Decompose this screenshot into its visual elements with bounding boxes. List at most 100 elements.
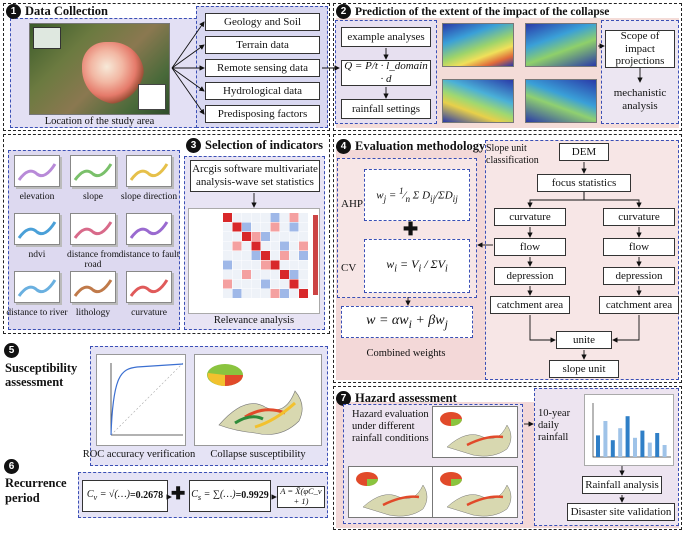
heatmap-cell [223, 260, 232, 270]
heatmap-cell [261, 251, 270, 260]
flow-right-box: flow [603, 238, 675, 256]
heatmap-cell [299, 213, 308, 222]
indicator-map-lithology [70, 271, 116, 303]
slope-unit-box: slope unit [549, 360, 619, 378]
section-1-title: 1 Data Collection [6, 4, 108, 19]
indicator-label: lithology [75, 308, 111, 318]
data-item-predisposing: Predisposing factors [205, 105, 320, 123]
heatmap-colorbar [313, 215, 318, 295]
heatmap-cell [280, 279, 289, 289]
disaster-validation-box: Disaster site validation [567, 503, 675, 521]
heatmap-cell [299, 289, 308, 298]
heatmap-cell [223, 279, 232, 289]
heatmap-cell [232, 289, 242, 298]
section-3-number: 3 [186, 138, 201, 153]
data-item-geology: Geology and Soil [205, 13, 320, 31]
cs-statistic-value: =0.9929 [235, 490, 269, 502]
correlation-heatmap [188, 208, 320, 314]
heatmap-cell [299, 232, 308, 241]
heatmap-cell [270, 279, 280, 289]
heatmap-cell [280, 289, 289, 298]
focus-statistics-box: focus statistics [537, 174, 631, 192]
ahp-formula-text: wj = 1⁄n Σ Dij/ΣDij [376, 186, 458, 204]
cs-statistic-prefix: Cs = ∑(…) [191, 489, 236, 503]
heatmap-cell [242, 213, 251, 222]
heatmap-cell [251, 213, 261, 222]
rainfall-bar [647, 442, 652, 457]
indicator-label: ndvi [28, 250, 46, 260]
heatmap-cell [270, 289, 280, 298]
mechanistic-analysis-box: mechanistic analysis [613, 87, 667, 112]
heatmap-cell [242, 270, 251, 279]
cv-formula-text: wi = Vi / ΣVi [386, 257, 448, 275]
simulation-frame-1 [442, 23, 514, 67]
heatmap-cell [242, 260, 251, 270]
depression-left-box: depression [494, 267, 566, 285]
heatmap-cell [223, 251, 232, 260]
section-indicators [3, 134, 330, 334]
heatmap-cell [242, 251, 251, 260]
collapse-caption: Collapse susceptibility [210, 449, 306, 460]
indicator-map-slope-direction [126, 155, 172, 187]
heatmap-cell [223, 213, 232, 222]
heatmap-cell [299, 260, 308, 270]
heatmap-cell [270, 260, 280, 270]
heatmap-svg [223, 213, 318, 298]
indicator-map-ndvi [14, 213, 60, 245]
section-2-label: Prediction of the extent of the impact o… [355, 5, 610, 18]
section-6-title: 6 [4, 459, 19, 474]
heatmap-cell [289, 260, 299, 270]
heatmap-cell [223, 241, 232, 251]
heatmap-cell [270, 241, 280, 251]
heatmap-cell [261, 279, 270, 289]
relevance-caption: Relevance analysis [213, 315, 295, 326]
heatmap-cell [270, 213, 280, 222]
heatmap-cell [232, 270, 242, 279]
heatmap-cell [251, 260, 261, 270]
heatmap-cell [280, 270, 289, 279]
discharge-formula: Q = P/t · l_domain · d [344, 60, 428, 85]
heatmap-cell [280, 241, 289, 251]
heatmap-cell [289, 289, 299, 298]
section-6-label: Recurrence period [5, 476, 67, 505]
indicator-map-curvature [126, 271, 172, 303]
daily-rainfall-label: 10-year daily rainfall [538, 408, 571, 443]
plus-icon-2: ✚ [171, 484, 186, 503]
data-item-hydrological: Hydrological data [205, 82, 320, 100]
section-3-label: Selection of indicators [205, 138, 324, 152]
simulation-frame-3 [442, 79, 514, 123]
indicator-map-distance-from-road [70, 213, 116, 245]
cs-statistic-box: Cs = ∑(…) =0.9929 [189, 480, 271, 512]
heatmap-cell [232, 279, 242, 289]
section-hazard [333, 386, 682, 530]
ahp-label: AHP [341, 198, 364, 210]
heatmap-cell [280, 222, 289, 232]
heatmap-cell [270, 270, 280, 279]
heatmap-cell [232, 241, 242, 251]
heatmap-cell [232, 232, 242, 241]
heatmap-cell [280, 251, 289, 260]
heatmap-cell [261, 241, 270, 251]
section-1-label: Data Collection [25, 4, 108, 18]
heatmap-cell [223, 289, 232, 298]
heatmap-cell [299, 222, 308, 232]
heatmap-cell [261, 289, 270, 298]
heatmap-cell [242, 289, 251, 298]
data-item-remote-sensing: Remote sensing data [205, 59, 320, 77]
cv-label: CV [341, 262, 357, 274]
rainfall-svg [592, 403, 671, 458]
heatmap-cell [289, 222, 299, 232]
section-4-label: Evaluation methodology [355, 139, 486, 153]
heatmap-cell [232, 251, 242, 260]
rainfall-bar [610, 440, 615, 457]
cv-formula: wi = Vi / ΣVi [364, 239, 470, 293]
hazard-map-1 [432, 406, 518, 458]
simulation-frame-4 [525, 79, 597, 123]
curvature-right-box: curvature [603, 208, 675, 226]
indicator-label: slope direction [120, 192, 178, 202]
cv-statistic-box: Cv = √(…) =0.2678 [82, 480, 168, 512]
section-4-title: 4 Evaluation methodology [336, 139, 485, 154]
collapse-susceptibility-map [194, 354, 322, 446]
heatmap-cell [251, 241, 261, 251]
heatmap-cell [242, 241, 251, 251]
